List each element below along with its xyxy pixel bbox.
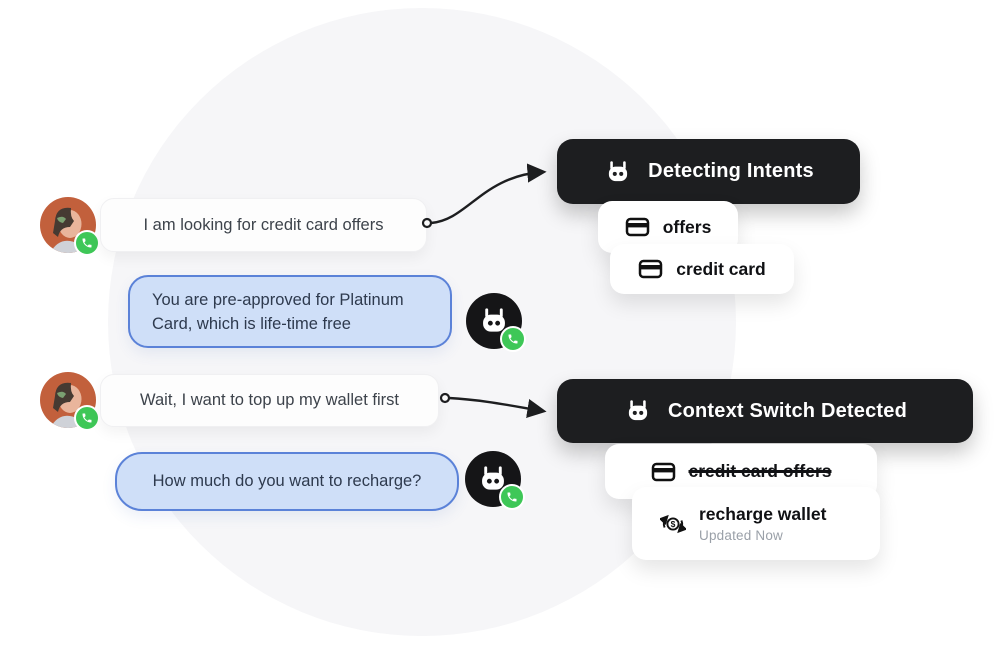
phone-call-icon: [500, 326, 526, 352]
phone-call-icon: [499, 484, 525, 510]
entity-card-credit-card: credit card: [610, 244, 794, 294]
entity-label: credit card: [676, 258, 766, 279]
chat-message-text: I am looking for credit card offers: [143, 215, 384, 234]
credit-card-icon: [651, 461, 676, 483]
entity-label: offers: [662, 216, 712, 237]
entity-label: recharge wallet: [699, 504, 827, 524]
chat-message-text: Wait, I want to top up my wallet first: [140, 391, 399, 409]
chat-message-text: You are pre-approved for Platinum Card, …: [152, 290, 404, 333]
badge-title: Context Switch Detected: [667, 399, 908, 422]
bot-avatar: [466, 293, 526, 352]
context-switch-badge: Context Switch Detected: [557, 379, 973, 443]
entity-label-strikethrough: credit card offers: [688, 461, 832, 481]
robot-head-icon: [628, 400, 648, 421]
badge-title: Detecting Intents: [648, 160, 814, 182]
entity-card-recharge-wallet: $ recharge wallet Updated Now: [632, 487, 880, 560]
phone-call-icon: [74, 405, 100, 431]
chat-bubble-user-2: Wait, I want to top up my wallet first: [100, 374, 439, 427]
refresh-dollar-icon: $: [660, 511, 686, 537]
user-avatar: [40, 372, 100, 431]
bot-avatar: [465, 451, 525, 510]
detecting-intents-badge: Detecting Intents: [557, 139, 860, 204]
credit-card-icon: [625, 216, 650, 238]
user-avatar: [40, 197, 100, 256]
robot-head-icon: [482, 466, 504, 490]
robot-head-icon: [483, 308, 505, 332]
chat-bubble-bot-2: How much do you want to recharge?: [115, 452, 459, 511]
phone-call-icon: [74, 230, 100, 256]
recharge-label-group: recharge wallet Updated Now: [699, 504, 826, 543]
credit-card-icon: [638, 258, 663, 280]
entity-status: Updated Now: [699, 528, 783, 543]
svg-text:$: $: [671, 519, 676, 529]
chat-bubble-bot-1: You are pre-approved for Platinum Card, …: [128, 275, 452, 348]
chat-bubble-user-1: I am looking for credit card offers: [100, 198, 427, 252]
chat-message-text: How much do you want to recharge?: [152, 472, 422, 490]
robot-head-icon: [609, 160, 628, 181]
